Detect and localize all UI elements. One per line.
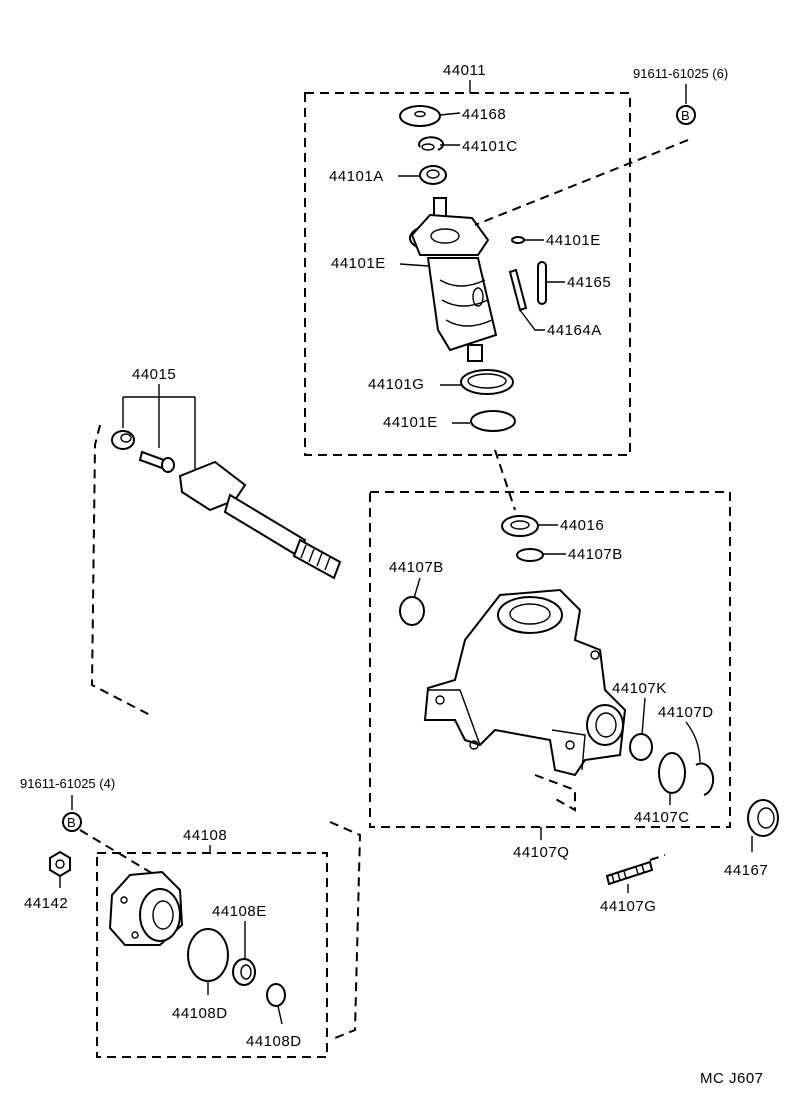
label-44016: 44016 xyxy=(560,517,604,534)
part-44101C[interactable] xyxy=(418,136,445,151)
part-valve-assembly[interactable] xyxy=(409,197,498,362)
label-44108D-left: 44108D xyxy=(172,1005,228,1022)
part-44107G[interactable] xyxy=(605,860,654,886)
label-44108E: 44108E xyxy=(212,903,267,920)
part-44108D-small[interactable] xyxy=(266,983,286,1007)
part-44167[interactable] xyxy=(747,799,779,837)
label-44165: 44165 xyxy=(567,274,611,291)
reference-code: MC J607 xyxy=(700,1070,764,1087)
part-44015-nut[interactable] xyxy=(111,430,135,450)
part-44101G[interactable] xyxy=(460,369,514,395)
label-44101C: 44101C xyxy=(462,138,518,155)
part-44108D-large[interactable] xyxy=(187,928,229,982)
part-44168[interactable] xyxy=(399,105,441,127)
bolt-marker-b-top[interactable]: B xyxy=(676,105,696,125)
part-44107B-left[interactable] xyxy=(399,596,425,626)
label-44164A: 44164A xyxy=(547,322,602,339)
label-91611-61025-6: 91611-61025 (6) xyxy=(633,66,728,81)
part-44107D[interactable] xyxy=(695,762,715,796)
part-44142[interactable] xyxy=(49,850,71,878)
label-44107G: 44107G xyxy=(600,898,656,915)
label-44011: 44011 xyxy=(443,62,486,79)
part-44101A[interactable] xyxy=(419,165,447,185)
part-44107B-upper[interactable] xyxy=(516,548,544,562)
label-44107B-left: 44107B xyxy=(389,559,444,576)
label-44107B-right: 44107B xyxy=(568,546,623,563)
part-44165[interactable] xyxy=(537,261,547,305)
bolt-marker-b-bottom[interactable]: B xyxy=(62,812,82,832)
label-91611-61025-4: 91611-61025 (4) xyxy=(20,776,115,791)
group-box-44108 xyxy=(96,852,328,1058)
label-44108D-right: 44108D xyxy=(246,1033,302,1050)
label-44101E-lower: 44101E xyxy=(383,414,438,431)
label-44107D: 44107D xyxy=(658,704,714,721)
label-44101G: 44101G xyxy=(368,376,424,393)
part-44107K[interactable] xyxy=(629,733,653,761)
label-44107C: 44107C xyxy=(634,809,690,826)
part-44164A[interactable] xyxy=(508,268,528,312)
group-box-44107Q xyxy=(369,491,731,828)
group-box-44011 xyxy=(304,92,631,456)
part-44107C[interactable] xyxy=(658,752,686,794)
part-44016[interactable] xyxy=(501,515,539,537)
label-44107K: 44107K xyxy=(612,680,667,697)
label-44101A: 44101A xyxy=(329,168,384,185)
part-44101E-lower[interactable] xyxy=(470,410,516,432)
svg-text:B: B xyxy=(67,815,76,830)
label-44167: 44167 xyxy=(724,862,768,879)
label-44015: 44015 xyxy=(132,366,176,383)
label-44108: 44108 xyxy=(183,827,227,844)
part-44015-shaft[interactable] xyxy=(178,460,342,580)
label-44101E-right: 44101E xyxy=(546,232,601,249)
svg-text:B: B xyxy=(681,108,690,123)
part-44015-bolt[interactable] xyxy=(138,450,175,473)
label-44107Q: 44107Q xyxy=(513,844,569,861)
label-44142: 44142 xyxy=(24,895,68,912)
label-44101E-left: 44101E xyxy=(331,255,386,272)
label-44168: 44168 xyxy=(462,106,506,123)
part-gear-housing[interactable] xyxy=(423,588,627,777)
part-44108-cover[interactable] xyxy=(108,870,184,946)
part-44101E-small[interactable] xyxy=(511,236,525,244)
part-44108E[interactable] xyxy=(232,958,256,986)
